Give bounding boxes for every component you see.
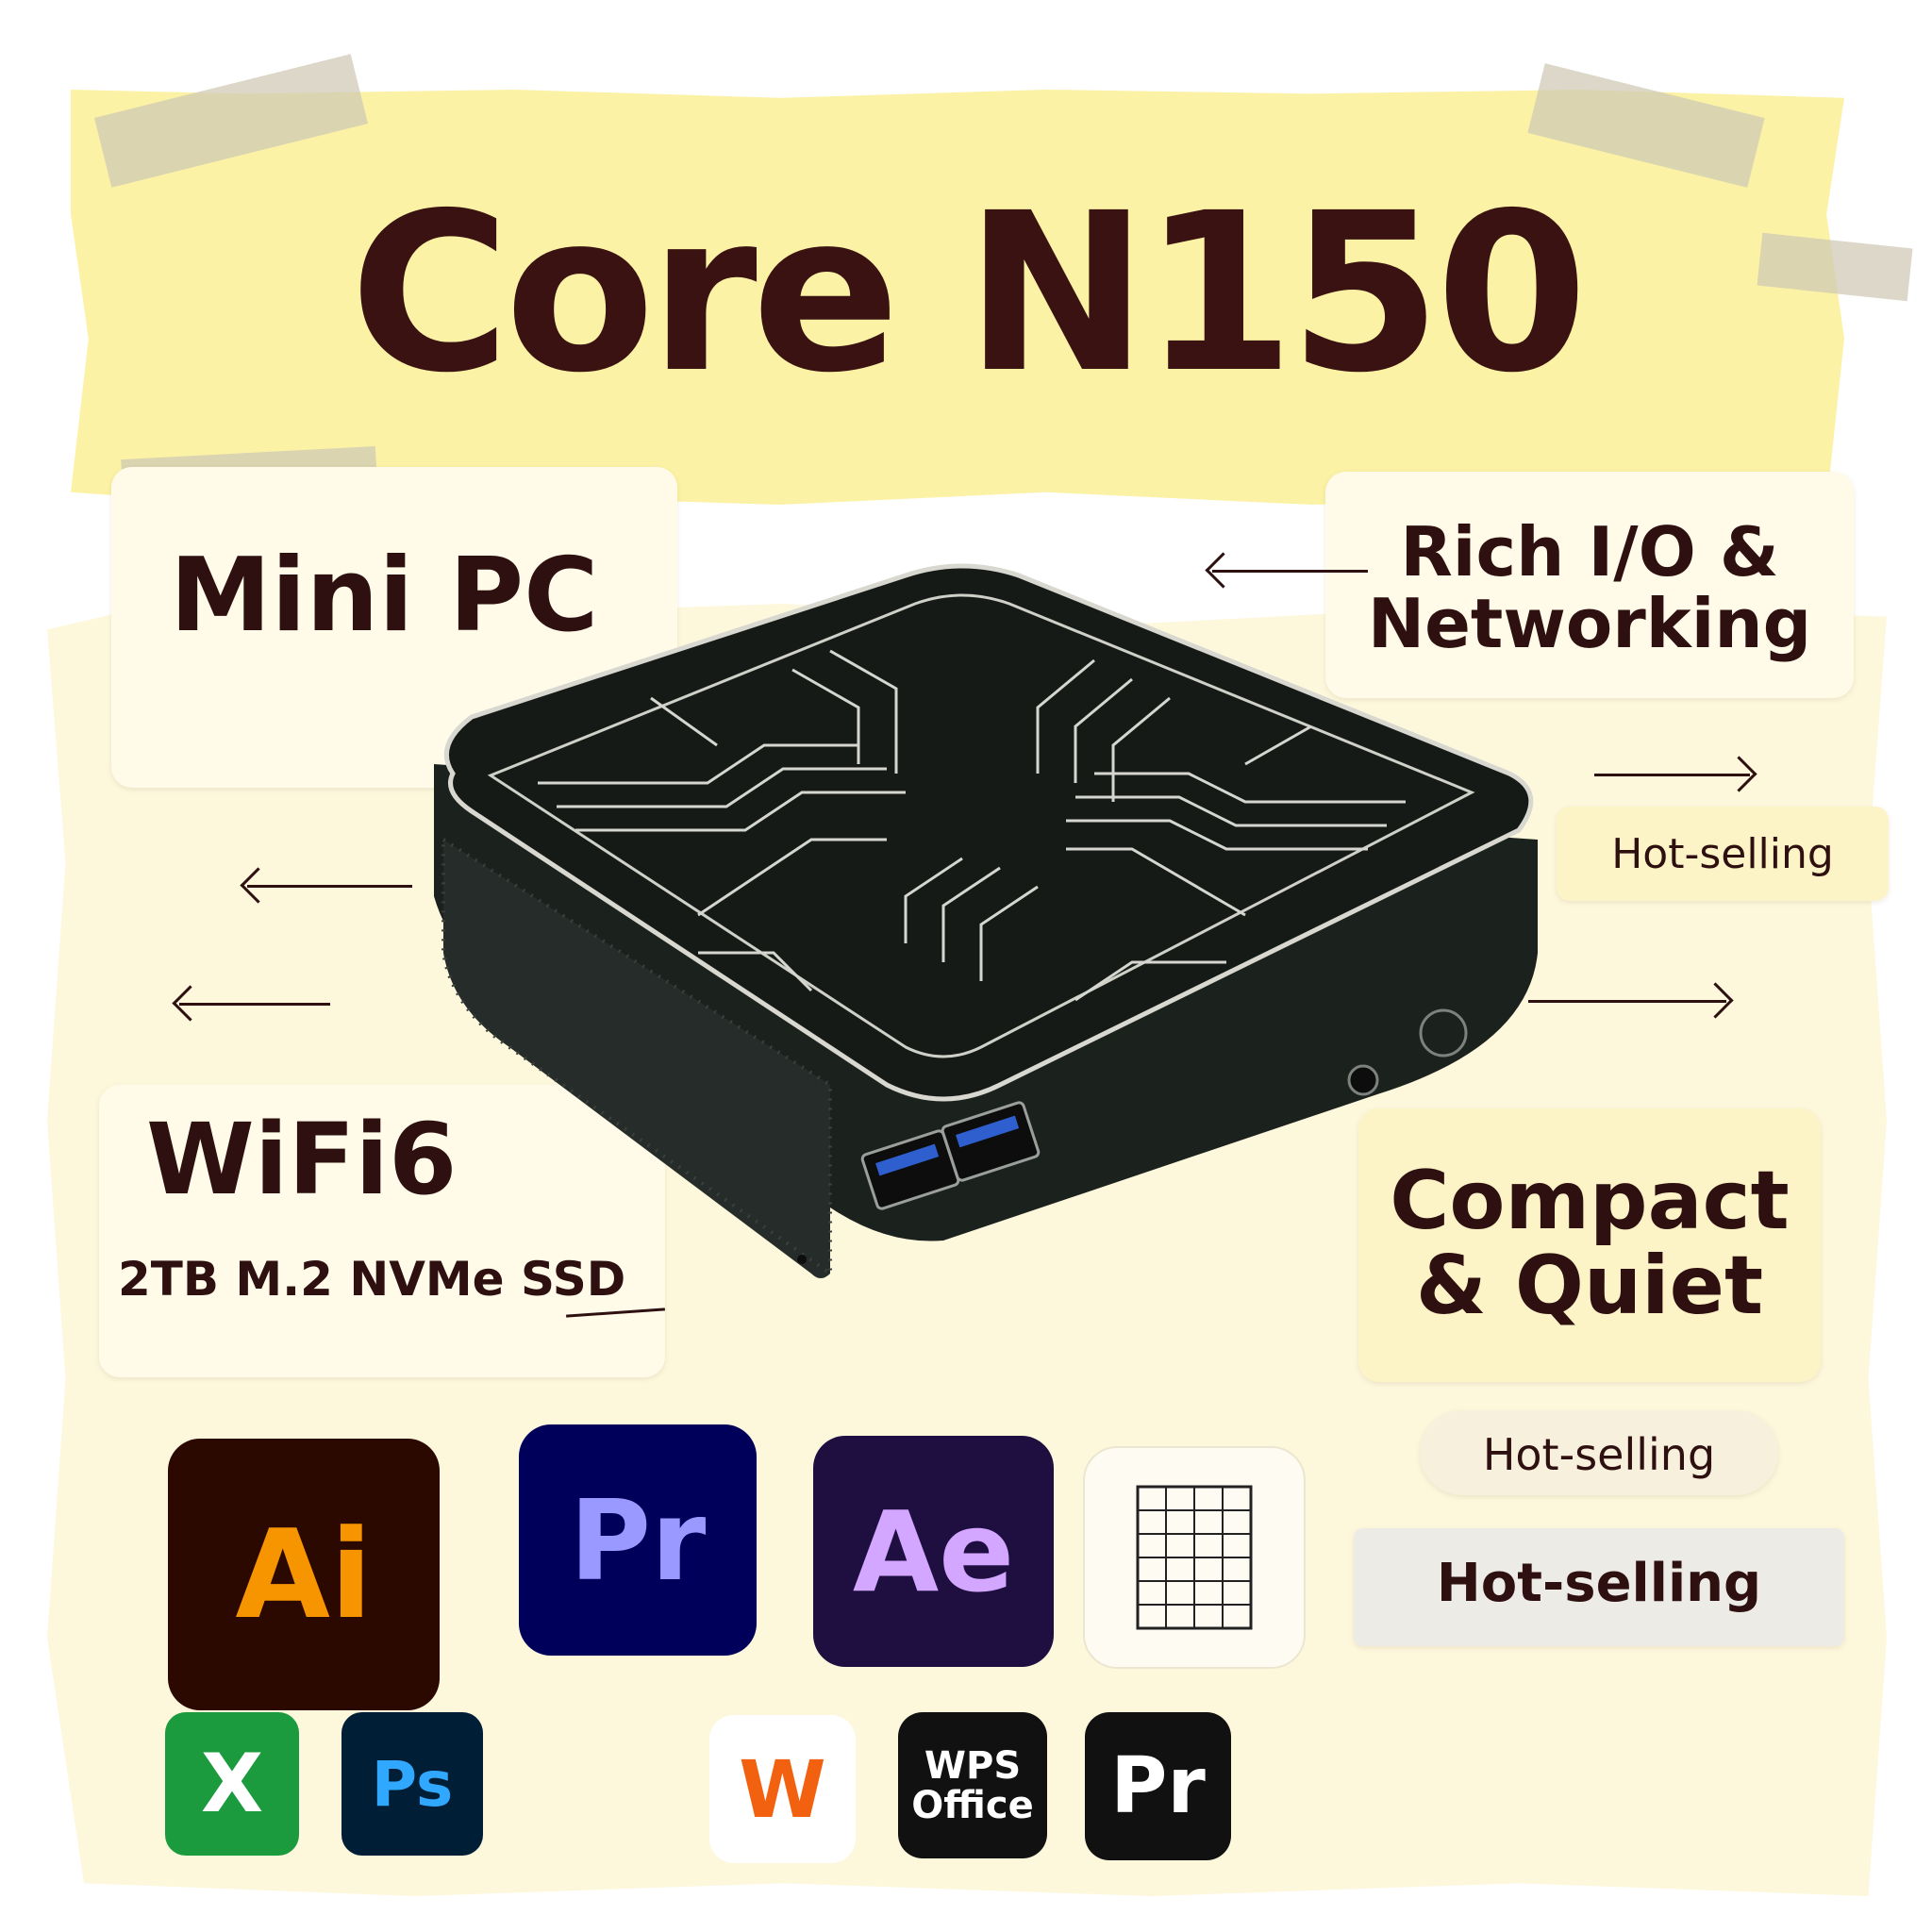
arrow-hot-selling-top <box>1594 774 1750 776</box>
note-hot-selling-2 <box>1420 1410 1778 1495</box>
arrow-mini-pc <box>247 885 412 888</box>
note-rich-io <box>1325 472 1854 698</box>
photoshop-icon: Ps <box>341 1712 483 1856</box>
circuit-pattern <box>538 649 1406 1002</box>
premiere-pro-icon-label: Pr <box>569 1474 707 1606</box>
label-hot-selling-3: Hot-selling <box>1436 1553 1762 1614</box>
wps-writer-icon: W <box>709 1715 856 1863</box>
premiere-pro-icon: Pr <box>519 1424 757 1656</box>
arrow-compact <box>1528 1000 1726 1003</box>
arrow-wifi <box>179 1003 330 1006</box>
label-hot-selling-2: Hot-selling <box>1482 1429 1716 1480</box>
label-wifi: WiFi6 <box>146 1102 458 1217</box>
photoshop-icon-label: Ps <box>371 1747 454 1821</box>
label-compact-line1: Compact <box>1390 1154 1790 1248</box>
after-effects-icon: Ae <box>813 1436 1054 1667</box>
wps-office-icon-label-2: Office <box>911 1783 1034 1827</box>
spreadsheet-grid-icon <box>1085 1448 1304 1667</box>
page-title: Core N150 <box>349 166 1589 421</box>
label-rich-io-line1: Rich I/O & <box>1400 512 1779 591</box>
premiere-pro-dark-icon: Pr <box>1085 1712 1231 1860</box>
device-top-inner <box>487 593 1475 1058</box>
vent-pattern <box>441 836 832 1277</box>
status-led <box>797 1255 807 1264</box>
wps-office-icon-label-1: WPS <box>924 1743 1022 1788</box>
label-ssd: 2TB M.2 NVMe SSD <box>118 1252 626 1307</box>
power-button <box>1419 1008 1468 1058</box>
excel-icon-label: X <box>200 1737 264 1831</box>
arrow-rich-io <box>1212 570 1368 573</box>
mini-pc-device <box>434 563 1538 1278</box>
grid-svg <box>1136 1485 1253 1630</box>
usb-port-2-insert <box>956 1115 1020 1148</box>
wps-office-icon: WPS Office <box>898 1712 1047 1858</box>
label-rich-io: Rich I/O & Networking <box>1325 512 1854 663</box>
label-compact: Compact & Quiet <box>1358 1158 1821 1329</box>
wps-writer-icon-label: W <box>739 1742 826 1836</box>
premiere-pro-dark-icon-label: Pr <box>1110 1741 1206 1831</box>
note-hot-selling-3 <box>1354 1528 1844 1646</box>
note-wifi <box>99 1085 665 1377</box>
label-mini-pc: Mini PC <box>170 537 599 655</box>
illustrator-icon-label: Ai <box>235 1503 373 1646</box>
audio-jack <box>1347 1064 1379 1096</box>
device-vent <box>443 840 830 1278</box>
note-hot-selling-1 <box>1557 807 1889 901</box>
label-compact-line2: & Quiet <box>1415 1239 1764 1334</box>
title-strip <box>71 90 1844 505</box>
excel-icon: X <box>165 1712 299 1856</box>
label-hot-selling-1: Hot-selling <box>1611 830 1834 878</box>
device-top <box>443 563 1534 1102</box>
illustrator-icon: Ai <box>168 1439 440 1710</box>
label-rich-io-line2: Networking <box>1367 583 1812 663</box>
after-effects-icon-label: Ae <box>852 1486 1015 1617</box>
usb-port-1-insert <box>875 1143 940 1176</box>
note-compact <box>1358 1108 1821 1382</box>
